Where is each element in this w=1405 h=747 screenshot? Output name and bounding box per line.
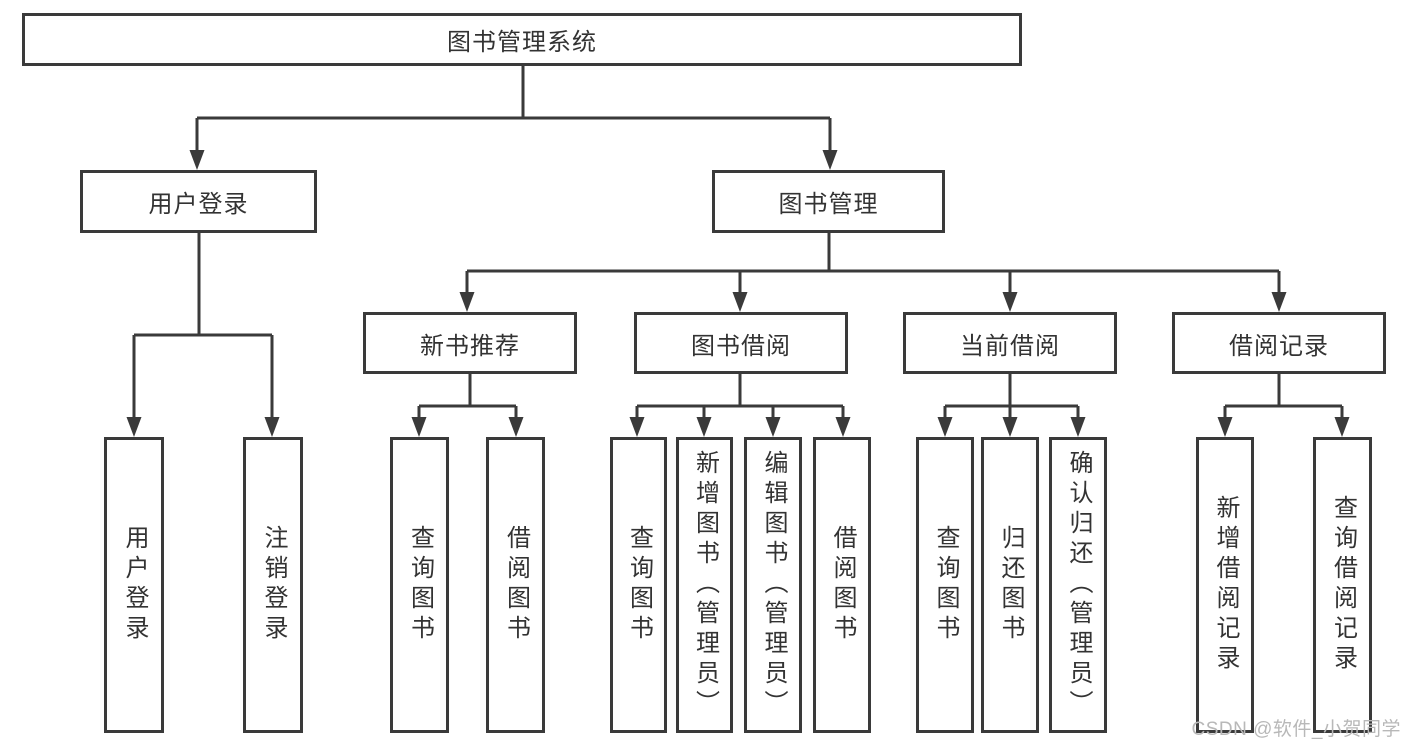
leaf-return-books: 归还图书	[981, 437, 1039, 733]
leaf-borrow-books-borrow-label: 借阅图书	[829, 525, 856, 645]
leaf-borrow-books-recommend-label: 借阅图书	[502, 525, 530, 645]
leaf-logout-label: 注销登录	[260, 525, 287, 645]
leaf-query-books-current-label: 查询图书	[932, 525, 959, 645]
arrowheads	[126, 150, 1350, 437]
node-book-borrow-label: 图书借阅	[691, 332, 791, 360]
leaf-confirm-return-admin: 确认归还（管理员）	[1049, 437, 1107, 733]
leaf-add-borrow-record-label: 新增借阅记录	[1212, 495, 1239, 675]
leaf-add-books-admin: 新增图书（管理员）	[676, 437, 733, 733]
leaf-query-borrow-record: 查询借阅记录	[1313, 437, 1372, 733]
leaf-query-books-recommend: 查询图书	[390, 437, 449, 733]
node-book-borrow: 图书借阅	[634, 312, 848, 374]
node-book-management: 图书管理	[712, 170, 945, 233]
edge-root-to-level2	[195, 66, 832, 152]
leaf-borrow-books-borrow: 借阅图书	[813, 437, 871, 733]
edge-borrow-to-leaves	[635, 374, 845, 419]
node-root-system: 图书管理系统	[22, 13, 1022, 66]
leaf-edit-books-admin-label: 编辑图书（管理员）	[760, 450, 787, 720]
leaf-user-login: 用户登录	[104, 437, 164, 733]
node-book-management-label: 图书管理	[778, 191, 879, 218]
leaf-query-books-borrow: 查询图书	[610, 437, 667, 733]
edge-recommend-to-leaves	[417, 374, 518, 419]
node-borrow-record-label: 借阅记录	[1229, 332, 1329, 360]
node-borrow-record: 借阅记录	[1172, 312, 1386, 374]
node-new-book-recommend-label: 新书推荐	[420, 332, 520, 360]
csdn-watermark: CSDN @软件_小贺同学	[1191, 719, 1401, 740]
edge-record-to-leaves	[1223, 374, 1344, 419]
leaf-edit-books-admin: 编辑图书（管理员）	[744, 437, 802, 733]
leaf-add-books-admin-label: 新增图书（管理员）	[691, 450, 719, 720]
node-new-book-recommend: 新书推荐	[363, 312, 577, 374]
leaf-confirm-return-admin-label: 确认归还（管理员）	[1065, 450, 1092, 720]
edge-current-to-leaves	[943, 374, 1080, 419]
edge-userlogin-to-leaves	[132, 233, 274, 419]
leaf-add-borrow-record: 新增借阅记录	[1196, 437, 1254, 733]
leaf-user-login-label: 用户登录	[121, 525, 148, 645]
leaf-logout: 注销登录	[243, 437, 303, 733]
edge-bookmgmt-to-level3	[465, 233, 1281, 294]
leaf-borrow-books-recommend: 借阅图书	[486, 437, 545, 733]
node-root-system-label: 图书管理系统	[447, 29, 597, 56]
node-user-login-label: 用户登录	[148, 191, 249, 218]
leaf-query-books-borrow-label: 查询图书	[625, 525, 653, 645]
node-user-login: 用户登录	[80, 170, 317, 233]
leaf-query-books-recommend-label: 查询图书	[406, 525, 434, 645]
node-current-borrow-label: 当前借阅	[960, 332, 1060, 360]
leaf-query-books-current: 查询图书	[916, 437, 974, 733]
node-current-borrow: 当前借阅	[903, 312, 1117, 374]
leaf-return-books-label: 归还图书	[997, 525, 1024, 645]
leaf-query-borrow-record-label: 查询借阅记录	[1329, 495, 1357, 675]
